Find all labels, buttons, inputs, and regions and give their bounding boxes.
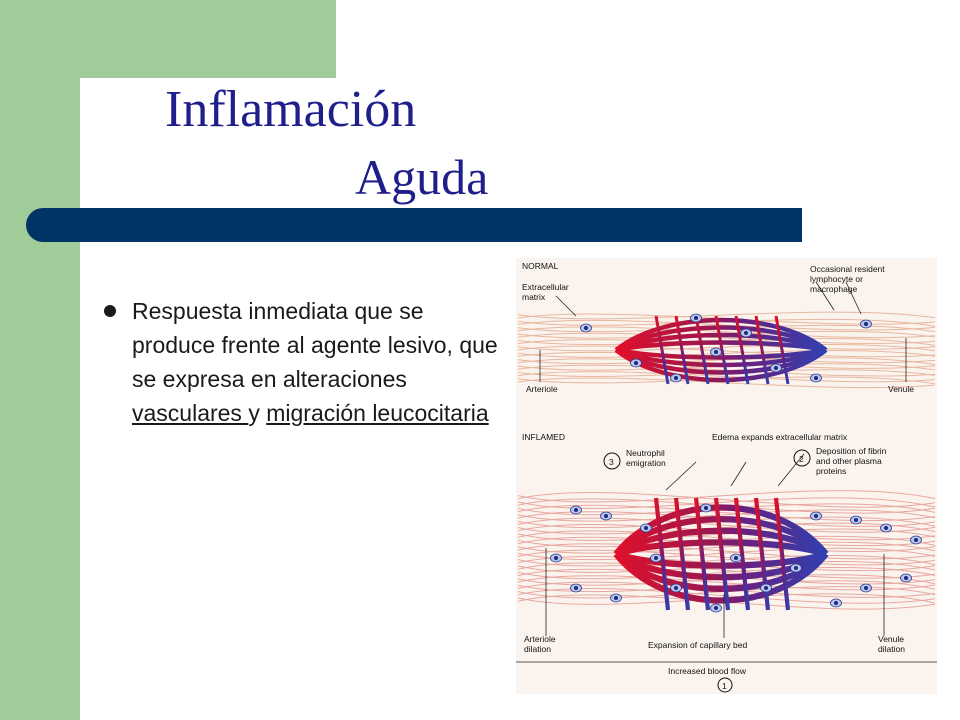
title-rule <box>26 208 802 242</box>
step1-number: 1 <box>722 681 727 691</box>
label-expansion-capillary: Expansion of capillary bed <box>648 640 748 650</box>
title-tab <box>80 78 336 138</box>
label-arteriole: Arteriole <box>526 384 558 394</box>
label-normal: NORMAL <box>522 261 559 271</box>
label-venule: Venule <box>888 384 914 394</box>
step2-number: 2 <box>799 454 804 464</box>
bullet-text-middle: y <box>248 400 267 426</box>
tissue-cells-inflamed <box>550 503 922 613</box>
bullet-dot <box>104 305 116 317</box>
label-edema: Edema expands extracellular matrix <box>712 432 848 442</box>
leader-lines <box>516 281 937 663</box>
label-inflamed: INFLAMED <box>522 432 565 442</box>
slide-title-line1: Inflamación <box>165 81 417 138</box>
slide-title-line2: Aguda <box>355 149 489 205</box>
green-top-band <box>80 0 336 78</box>
capillary-bed-inflamed <box>516 497 937 611</box>
step3-number: 3 <box>609 457 614 467</box>
bullet-text: Respuesta inmediata que se produce frent… <box>132 294 512 430</box>
green-side-band <box>0 0 80 720</box>
link-migracion-leucocitaria[interactable]: migración leucocitaria <box>266 400 489 426</box>
label-increased-blood-flow: Increased blood flow <box>668 666 747 676</box>
link-vasculares[interactable]: vasculares <box>132 400 249 426</box>
bullet-text-main: Respuesta inmediata que se produce frent… <box>132 298 498 392</box>
tissue-cells-normal <box>580 313 872 383</box>
